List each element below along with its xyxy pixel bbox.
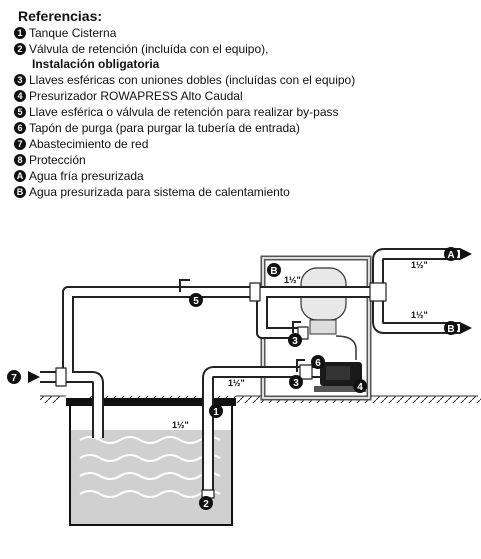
svg-text:B: B bbox=[447, 324, 454, 335]
callout-2: 2 bbox=[199, 496, 213, 510]
legend-item: 3 Llaves esféricas con uniones dobles (i… bbox=[14, 72, 474, 88]
pipe-size-label: 1½" bbox=[172, 420, 189, 430]
legend-item: 6 Tapón de purga (para purgar la tubería… bbox=[14, 120, 474, 136]
callout-b-frame: B bbox=[267, 263, 281, 277]
pressure-vessel bbox=[300, 267, 347, 335]
pipe-size-label: 1½" bbox=[411, 310, 428, 320]
legend-title: Referencias: bbox=[18, 8, 103, 24]
valve-handles bbox=[179, 279, 305, 372]
callout-6: 6 bbox=[311, 355, 325, 369]
svg-text:B: B bbox=[270, 266, 277, 277]
legend-item: 7 Abastecimiento de red bbox=[14, 136, 474, 152]
legend-item-text: Válvula de retención (incluída con el eq… bbox=[29, 42, 269, 56]
callout-3-lower: 3 bbox=[289, 375, 303, 389]
badge-3: 3 bbox=[14, 74, 26, 86]
legend-item: A Agua fría presurizada bbox=[14, 168, 474, 184]
badge-b: B bbox=[14, 186, 26, 198]
outlet-arrows bbox=[28, 248, 472, 383]
legend-item-text: Tapón de purga (para purgar la tubería d… bbox=[29, 121, 300, 135]
legend-item-text: Abastecimiento de red bbox=[29, 137, 149, 151]
legend-item: 2 Válvula de retención (incluída con el … bbox=[14, 41, 474, 57]
pipe-size-label: 1½" bbox=[411, 260, 428, 270]
legend-item-text: Tanque Cisterna bbox=[29, 26, 117, 40]
svg-text:5: 5 bbox=[193, 296, 199, 307]
pipe-size-label: 1½" bbox=[284, 275, 301, 285]
legend-item-text: Protección bbox=[29, 153, 86, 167]
svg-text:2: 2 bbox=[203, 499, 209, 510]
badge-5: 5 bbox=[14, 106, 26, 118]
legend-item: B Agua presurizada para sistema de calen… bbox=[14, 184, 474, 200]
legend-item-2-subtext: Instalación obligatoria bbox=[32, 57, 160, 71]
legend-item-text: Presurizador ROWAPRESS Alto Caudal bbox=[29, 89, 243, 103]
svg-text:3: 3 bbox=[292, 336, 298, 347]
badge-2: 2 bbox=[14, 43, 26, 55]
badge-7: 7 bbox=[14, 138, 26, 150]
callout-1: 1 bbox=[209, 404, 223, 418]
pump bbox=[314, 335, 366, 392]
badge-8: 8 bbox=[14, 154, 26, 166]
callout-7: 7 bbox=[7, 370, 21, 384]
legend-item-text: Agua fría presurizada bbox=[29, 169, 144, 183]
legend-item: 1 Tanque Cisterna bbox=[14, 25, 474, 41]
water-waves bbox=[79, 436, 221, 498]
badge-6: 6 bbox=[14, 122, 26, 134]
callout-b-outlet: B bbox=[444, 321, 458, 335]
legend-item: 5 Llave esférica o válvula de retención … bbox=[14, 104, 474, 120]
legend-item: 4 Presurizador ROWAPRESS Alto Caudal bbox=[14, 88, 474, 104]
svg-text:4: 4 bbox=[357, 382, 363, 393]
callout-5: 5 bbox=[189, 293, 203, 307]
callout-3-upper: 3 bbox=[288, 333, 302, 347]
pipe-size-label: 1½" bbox=[228, 378, 245, 388]
svg-text:7: 7 bbox=[11, 373, 17, 384]
legend-item: 8 Protección bbox=[14, 152, 474, 168]
svg-text:3: 3 bbox=[293, 378, 299, 389]
callout-a: A bbox=[444, 247, 458, 261]
badge-1: 1 bbox=[14, 27, 26, 39]
svg-text:A: A bbox=[447, 250, 454, 261]
legend: Referencias: 1 Tanque Cisterna 2 Válvula… bbox=[14, 8, 474, 200]
legend-item-text: Llaves esféricas con uniones dobles (inc… bbox=[29, 73, 356, 87]
legend-item-text: Agua presurizada para sistema de calenta… bbox=[29, 185, 290, 199]
badge-4: 4 bbox=[14, 90, 26, 102]
legend-item-text: Llave esférica o válvula de retención pa… bbox=[29, 105, 339, 119]
pipes bbox=[40, 248, 460, 499]
svg-text:6: 6 bbox=[315, 358, 321, 369]
svg-text:1: 1 bbox=[213, 407, 219, 418]
badge-a: A bbox=[14, 170, 26, 182]
callout-4: 4 bbox=[353, 379, 367, 393]
